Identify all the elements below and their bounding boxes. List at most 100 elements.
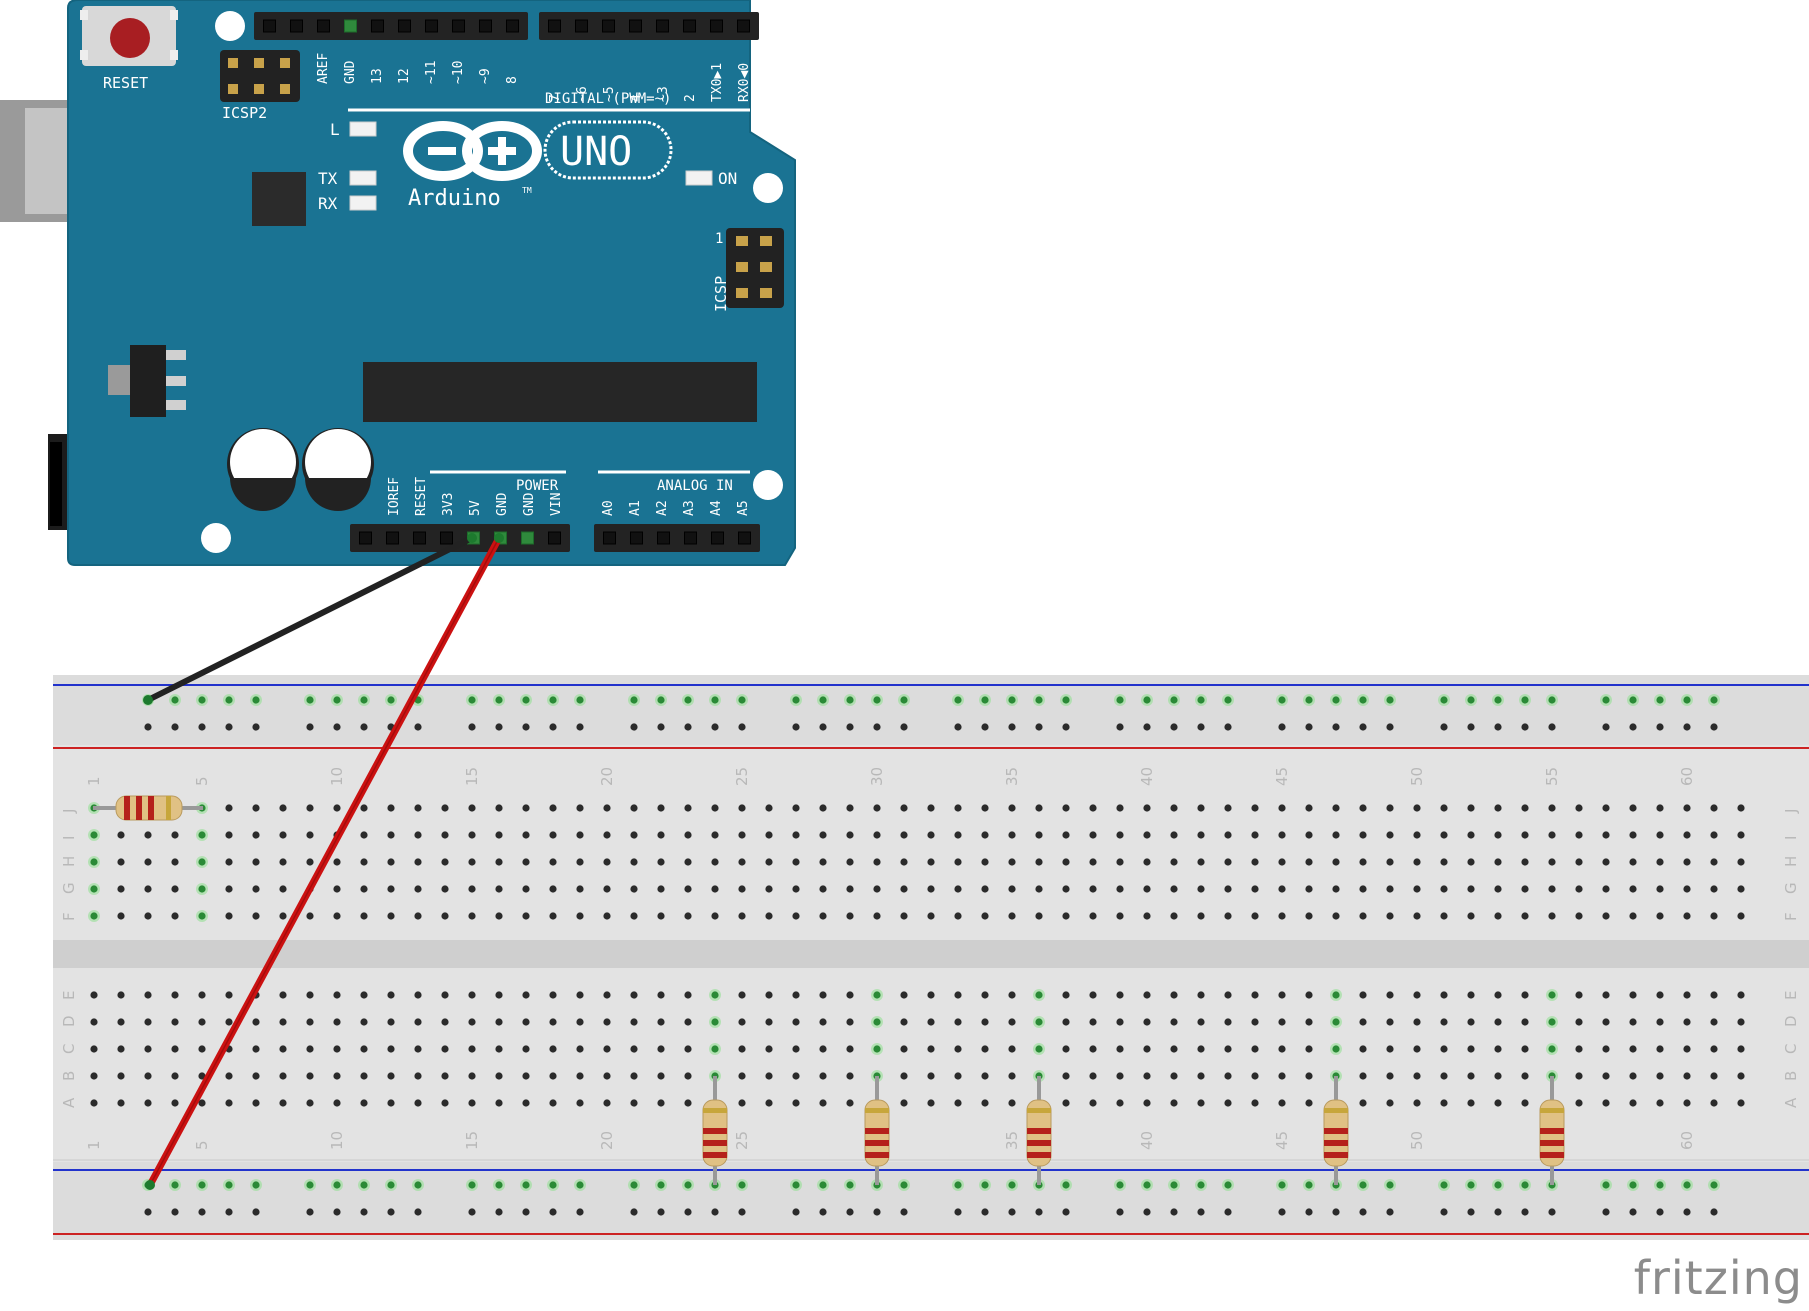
breadboard-hole: [198, 885, 206, 893]
breadboard-hole: [1197, 1099, 1205, 1107]
resistor-vertical[interactable]: [864, 1076, 890, 1185]
breadboard-hole: [495, 831, 503, 839]
reset-button[interactable]: [80, 6, 178, 66]
breadboard-hole: [819, 804, 827, 812]
breadboard-hole: [333, 696, 341, 704]
microcontroller-chip: [363, 362, 757, 422]
breadboard-hole: [144, 1208, 152, 1216]
breadboard-hole: [846, 723, 854, 731]
breadboard-hole: [1332, 991, 1340, 999]
digital-header-right: [539, 12, 759, 40]
resistor-vertical[interactable]: [702, 1076, 728, 1185]
breadboard-hole: [765, 1072, 773, 1080]
breadboard-hole: [1386, 696, 1394, 704]
breadboard-hole: [1332, 858, 1340, 866]
breadboard-hole: [792, 723, 800, 731]
breadboard-hole: [765, 912, 773, 920]
breadboard-hole: [1386, 885, 1394, 893]
breadboard-hole: [1521, 696, 1529, 704]
breadboard-hole: [1467, 885, 1475, 893]
breadboard-hole: [171, 723, 179, 731]
breadboard-hole: [954, 885, 962, 893]
breadboard-hole: [1737, 831, 1745, 839]
breadboard-hole: [684, 1072, 692, 1080]
resistor-vertical[interactable]: [1323, 1076, 1349, 1185]
breadboard-hole: [1521, 885, 1529, 893]
breadboard-hole: [225, 1018, 233, 1026]
breadboard-hole: [738, 831, 746, 839]
breadboard-hole: [1035, 831, 1043, 839]
breadboard-hole: [387, 885, 395, 893]
breadboard-hole: [198, 831, 206, 839]
breadboard-hole: [252, 723, 260, 731]
breadboard-hole: [1008, 1181, 1016, 1189]
breadboard-holes: [88, 802, 1745, 1107]
breadboard-hole: [1035, 1208, 1043, 1216]
breadboard-hole: [1656, 696, 1664, 704]
breadboard-hole: [900, 723, 908, 731]
header-pin: [521, 531, 534, 545]
breadboard-hole: [954, 1181, 962, 1189]
breadboard-hole: [1062, 885, 1070, 893]
led-on: [685, 170, 713, 186]
resistor-vertical[interactable]: [1539, 1076, 1565, 1185]
breadboard-hole: [684, 991, 692, 999]
breadboard-hole: [927, 1018, 935, 1026]
breadboard-hole: [1008, 1099, 1016, 1107]
breadboard-hole: [1602, 723, 1610, 731]
resistor-vertical[interactable]: [1026, 1076, 1052, 1185]
breadboard-hole: [1035, 885, 1043, 893]
breadboard-hole: [1251, 831, 1259, 839]
breadboard-hole: [1413, 1099, 1421, 1107]
breadboard-hole: [1359, 696, 1367, 704]
breadboard-hole: [1467, 991, 1475, 999]
board-pcb: [67, 0, 796, 566]
breadboard-hole: [1467, 1018, 1475, 1026]
breadboard-hole: [1359, 1072, 1367, 1080]
breadboard-hole: [333, 1208, 341, 1216]
breadboard-hole: [1656, 1045, 1664, 1053]
breadboard-hole: [846, 991, 854, 999]
breadboard-hole: [1548, 696, 1556, 704]
breadboard-hole: [1467, 1099, 1475, 1107]
breadboard-hole: [954, 1208, 962, 1216]
breadboard-hole: [1548, 991, 1556, 999]
icsp-pin: [760, 288, 772, 298]
breadboard-hole: [711, 804, 719, 812]
breadboard-hole: [1494, 991, 1502, 999]
breadboard-hole: [1278, 885, 1286, 893]
header-pin: [413, 531, 426, 545]
breadboard-hole: [468, 1099, 476, 1107]
breadboard-hole: [1143, 885, 1151, 893]
breadboard-hole: [225, 723, 233, 731]
arduino-infinity-logo: [403, 121, 542, 181]
breadboard-hole: [252, 1099, 260, 1107]
breadboard-hole: [1710, 1099, 1718, 1107]
breadboard-hole: [1386, 991, 1394, 999]
breadboard-hole: [630, 912, 638, 920]
breadboard-hole: [360, 991, 368, 999]
breadboard-hole: [90, 858, 98, 866]
breadboard-hole: [549, 1072, 557, 1080]
icsp2-pin: [280, 84, 290, 94]
breadboard-hole: [1224, 723, 1232, 731]
black-wire[interactable]: [145, 535, 475, 703]
resistor-horizontal[interactable]: [93, 795, 203, 821]
breadboard-hole: [1683, 1099, 1691, 1107]
breadboard-hole: [279, 885, 287, 893]
header-pin: [425, 19, 438, 33]
breadboard-hole: [738, 885, 746, 893]
breadboard-hole: [1656, 723, 1664, 731]
breadboard-hole: [495, 1072, 503, 1080]
breadboard-hole: [1008, 1072, 1016, 1080]
breadboard-hole: [1656, 1072, 1664, 1080]
breadboard-hole: [171, 831, 179, 839]
breadboard-hole: [1467, 1208, 1475, 1216]
breadboard-hole: [1278, 696, 1286, 704]
breadboard-hole: [981, 1208, 989, 1216]
breadboard-hole: [279, 1045, 287, 1053]
breadboard-hole: [171, 1181, 179, 1189]
breadboard-hole: [1710, 912, 1718, 920]
breadboard-hole: [225, 858, 233, 866]
pin-label: ~5: [602, 86, 617, 102]
